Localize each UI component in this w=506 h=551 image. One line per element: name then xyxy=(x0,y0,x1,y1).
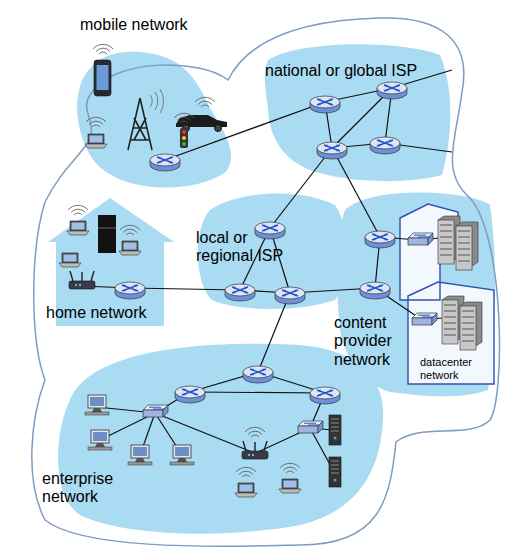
internet-boundary xyxy=(32,18,500,546)
network-region: mobile network xyxy=(70,14,240,196)
region-shape xyxy=(77,52,231,188)
region-label: mobile network xyxy=(80,16,240,34)
region-label: enterprise network xyxy=(42,470,132,507)
network-region: national or global ISP xyxy=(258,40,453,185)
region-label: national or global ISP xyxy=(265,62,455,80)
region-outline xyxy=(70,14,240,196)
region-label: local or regional ISP xyxy=(196,229,296,266)
region-label: content provider network xyxy=(334,314,406,369)
wireless-waves xyxy=(93,44,113,54)
wireless-waves xyxy=(68,205,88,215)
region-shape xyxy=(58,344,383,534)
region-outline xyxy=(258,40,453,185)
region-shape xyxy=(400,204,494,384)
network-region: local or regional ISP xyxy=(190,188,352,314)
region-label: datacenter network xyxy=(420,356,482,381)
network-region: datacenter network xyxy=(396,200,498,392)
region-label: home network xyxy=(46,304,196,322)
network-region: content provider network datacenter netwo… xyxy=(330,185,500,400)
network-region: home network xyxy=(45,195,190,330)
